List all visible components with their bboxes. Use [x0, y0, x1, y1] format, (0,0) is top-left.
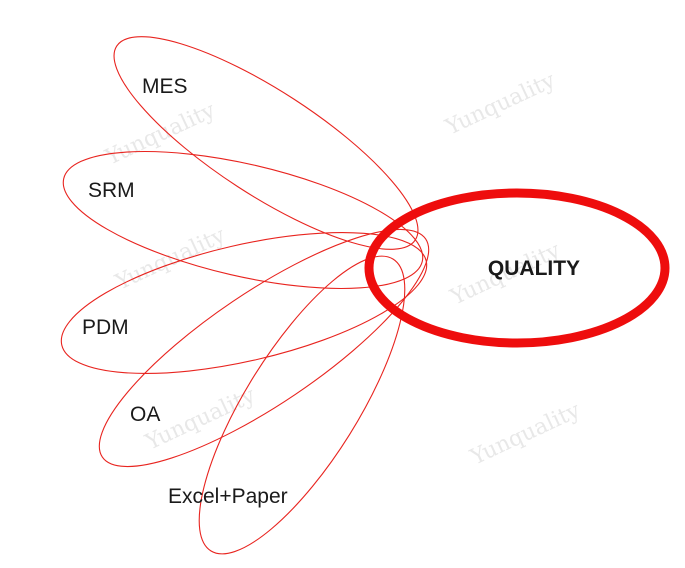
- watermark: Yunquality: [101, 98, 220, 171]
- petal-label-oa: OA: [130, 403, 160, 426]
- petal-label-srm: SRM: [88, 179, 135, 202]
- petal-label-excel: Excel+Paper: [168, 485, 288, 508]
- petal-excel: [198, 255, 406, 555]
- petal-srm: [62, 150, 424, 290]
- watermark: Yunquality: [466, 398, 585, 471]
- quality-label: QUALITY: [488, 257, 580, 280]
- petal-label-pdm: PDM: [82, 316, 129, 339]
- petal-oa: [98, 228, 430, 468]
- quality-hub: [364, 188, 670, 348]
- petal-label-mes: MES: [142, 75, 188, 98]
- watermark: Yunquality: [111, 223, 230, 296]
- watermark: Yunquality: [441, 68, 560, 141]
